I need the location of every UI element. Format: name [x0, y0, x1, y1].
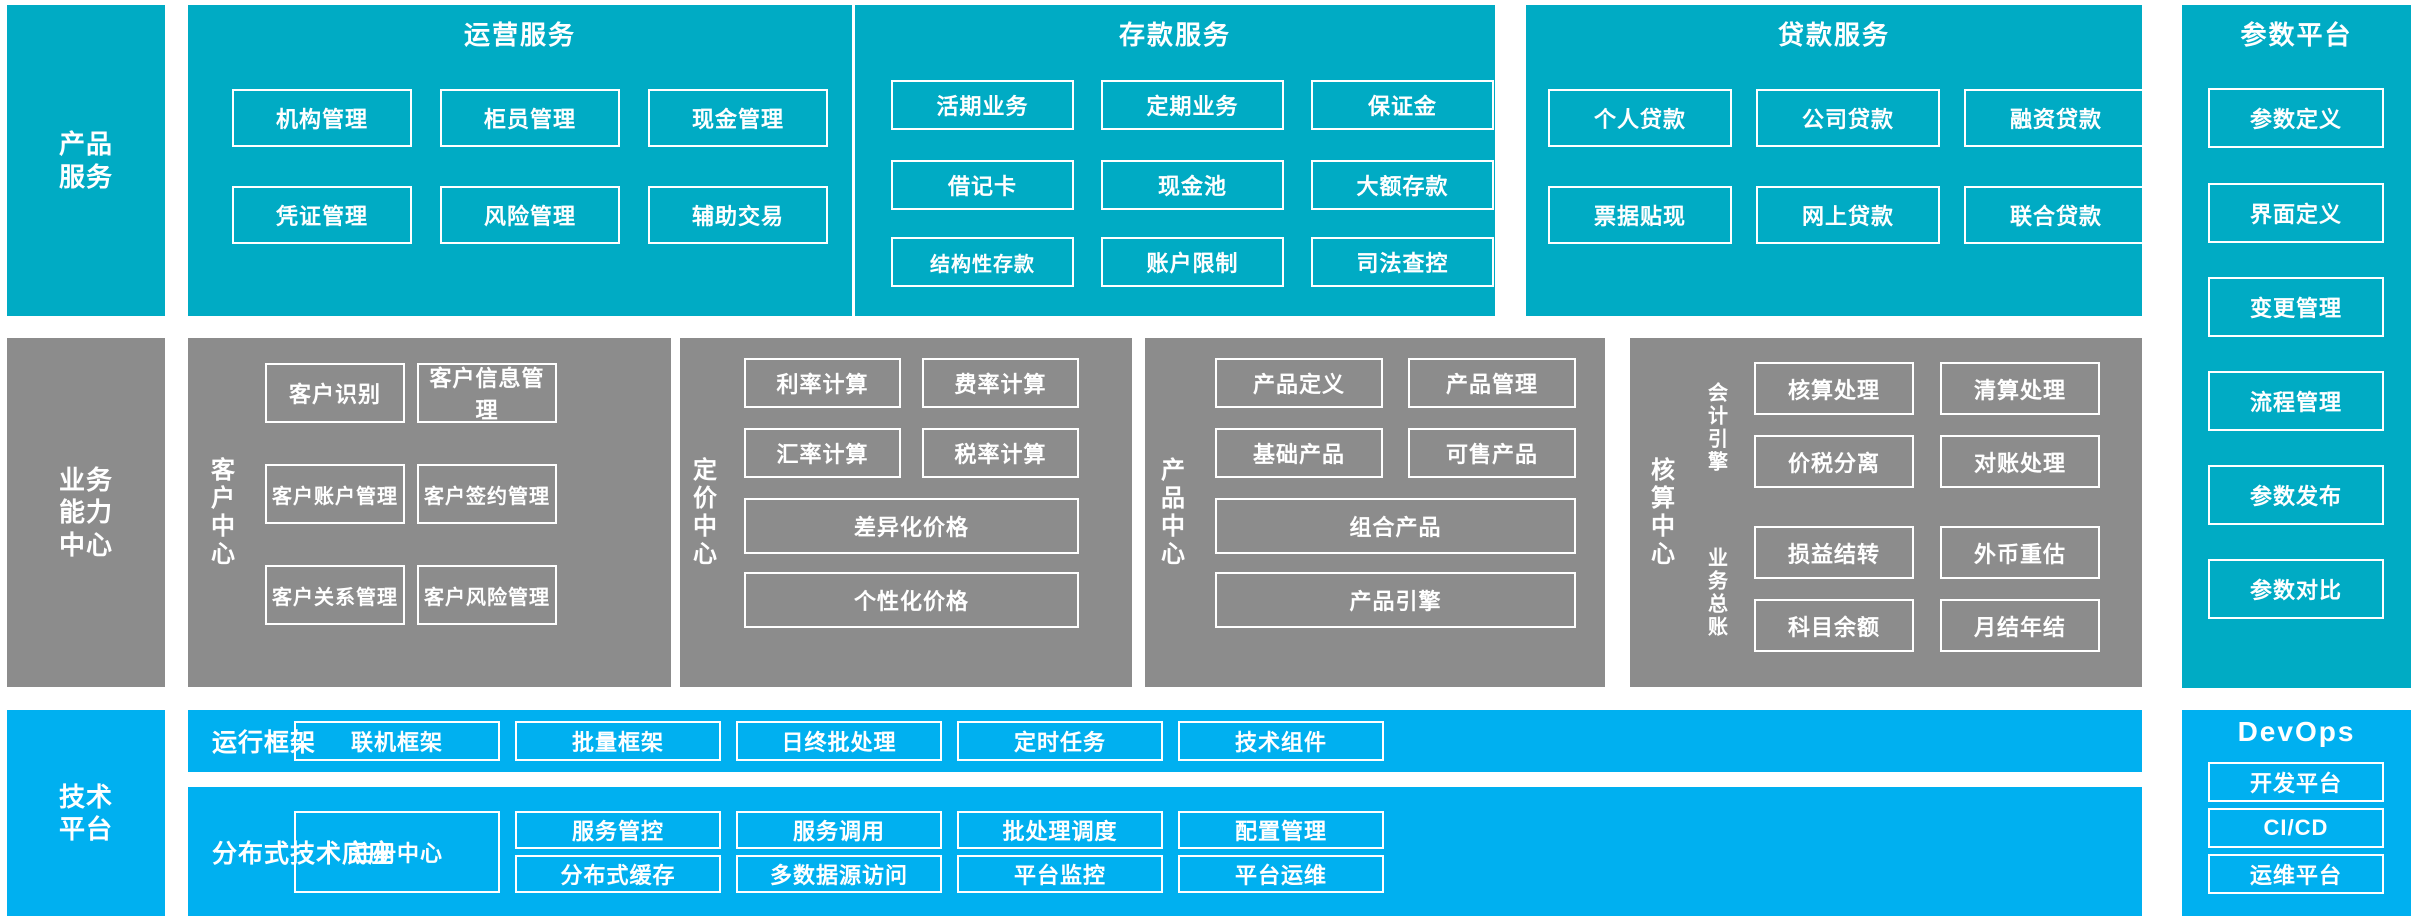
group-operation-services-title: 运营服务 [463, 20, 576, 50]
center-pricing: 定价中心 利率计算 费率计算 汇率计算 税率计算 差异化价格 个性化价格 [680, 338, 1132, 687]
tile-accounting-ledger-2[interactable]: 外币重估 [1940, 526, 2100, 579]
tile-loan-3[interactable]: 融资贷款 [1964, 89, 2148, 147]
tile-runtime-1[interactable]: 联机框架 [294, 721, 500, 761]
group-tech-foundation: 分布式技术底座 注册中心 服务管控 服务调用 批处理调度 配置管理 分布式缓存 … [188, 787, 2142, 916]
tile-accounting-engine-3[interactable]: 价税分离 [1754, 435, 1914, 488]
tile-deposit-4[interactable]: 借记卡 [891, 160, 1074, 210]
tile-product-wide-1[interactable]: 组合产品 [1215, 498, 1576, 554]
group-runtime-framework: 运行框架 联机框架 批量框架 日终批处理 定时任务 技术组件 [188, 710, 2142, 772]
tile-param-6[interactable]: 参数对比 [2208, 559, 2384, 619]
tile-loan-5[interactable]: 网上贷款 [1756, 186, 1940, 244]
tile-runtime-2[interactable]: 批量框架 [515, 721, 721, 761]
tile-loan-1[interactable]: 个人贷款 [1548, 89, 1732, 147]
tile-deposit-7[interactable]: 结构性存款 [891, 237, 1074, 287]
business-capability-side-label: 业务 能力 中心 [7, 338, 165, 687]
tile-foundation-bottom-4[interactable]: 平台运维 [1178, 855, 1384, 893]
tile-product-4[interactable]: 可售产品 [1408, 428, 1576, 478]
tile-runtime-5[interactable]: 技术组件 [1178, 721, 1384, 761]
tile-deposit-6[interactable]: 大额存款 [1311, 160, 1494, 210]
tile-runtime-4[interactable]: 定时任务 [957, 721, 1163, 761]
tile-param-1[interactable]: 参数定义 [2208, 88, 2384, 148]
group-loan-services: 贷款服务 个人贷款 公司贷款 融资贷款 票据贴现 网上贷款 联合贷款 [1526, 5, 2148, 316]
tile-foundation-bottom-2[interactable]: 多数据源访问 [736, 855, 942, 893]
product-service-side-label: 产品 服务 [7, 5, 165, 316]
tech-platform-side-label: 技术 平台 [7, 710, 165, 916]
tile-accounting-ledger-1[interactable]: 损益结转 [1754, 526, 1914, 579]
center-pricing-label: 定价中心 [688, 456, 716, 569]
tile-pricing-1[interactable]: 利率计算 [744, 358, 901, 408]
group-devops: DevOps 开发平台 CI/CD 运维平台 [2182, 710, 2411, 916]
group-deposit-services: 存款服务 活期业务 定期业务 保证金 借记卡 现金池 大额存款 结构性存款 账户… [855, 5, 1495, 316]
tile-deposit-8[interactable]: 账户限制 [1101, 237, 1284, 287]
tile-customer-1[interactable]: 客户识别 [265, 363, 405, 423]
runtime-framework-label: 运行框架 [212, 729, 317, 757]
tile-operation-4[interactable]: 凭证管理 [232, 186, 412, 244]
tile-runtime-3[interactable]: 日终批处理 [736, 721, 942, 761]
tile-customer-2[interactable]: 客户信息管理 [417, 363, 557, 423]
tile-loan-2[interactable]: 公司贷款 [1756, 89, 1940, 147]
tile-customer-6[interactable]: 客户风险管理 [417, 565, 557, 625]
tile-deposit-3[interactable]: 保证金 [1311, 80, 1494, 130]
group-operation-services: 运营服务 机构管理 柜员管理 现金管理 凭证管理 风险管理 辅助交易 [188, 5, 852, 316]
tile-deposit-5[interactable]: 现金池 [1101, 160, 1284, 210]
group-parameter-platform: 参数平台 参数定义 界面定义 变更管理 流程管理 参数发布 参数对比 [2182, 5, 2411, 688]
tile-foundation-top-1[interactable]: 服务管控 [515, 811, 721, 849]
tile-registry-center[interactable]: 注册中心 [294, 811, 500, 893]
tile-loan-6[interactable]: 联合贷款 [1964, 186, 2148, 244]
tile-operation-3[interactable]: 现金管理 [648, 89, 828, 147]
tile-customer-4[interactable]: 客户签约管理 [417, 464, 557, 524]
tile-param-2[interactable]: 界面定义 [2208, 183, 2384, 243]
tile-param-5[interactable]: 参数发布 [2208, 465, 2384, 525]
tile-accounting-ledger-3[interactable]: 科目余额 [1754, 599, 1914, 652]
tile-product-2[interactable]: 产品管理 [1408, 358, 1576, 408]
group-loan-services-title: 贷款服务 [1777, 20, 1890, 50]
tile-foundation-top-3[interactable]: 批处理调度 [957, 811, 1163, 849]
group-devops-title: DevOps [2237, 716, 2356, 747]
center-accounting-label: 核算中心 [1646, 456, 1674, 569]
center-accounting-sublabel-engine: 会计引擎 [1704, 382, 1727, 474]
center-accounting: 核算中心 会计引擎 业务总账 核算处理 清算处理 价税分离 对账处理 损益结转 … [1630, 338, 2142, 687]
tile-deposit-1[interactable]: 活期业务 [891, 80, 1074, 130]
tile-product-1[interactable]: 产品定义 [1215, 358, 1383, 408]
group-deposit-services-title: 存款服务 [1118, 20, 1231, 50]
tile-param-3[interactable]: 变更管理 [2208, 277, 2384, 337]
tile-operation-5[interactable]: 风险管理 [440, 186, 620, 244]
tile-deposit-9[interactable]: 司法查控 [1311, 237, 1494, 287]
tech-foundation-label: 分布式技术底座 [212, 839, 395, 868]
tile-operation-2[interactable]: 柜员管理 [440, 89, 620, 147]
group-parameter-platform-title: 参数平台 [2240, 20, 2353, 50]
tile-foundation-top-4[interactable]: 配置管理 [1178, 811, 1384, 849]
tile-devops-3[interactable]: 运维平台 [2208, 854, 2384, 894]
tile-accounting-ledger-4[interactable]: 月结年结 [1940, 599, 2100, 652]
tile-foundation-bottom-3[interactable]: 平台监控 [957, 855, 1163, 893]
tile-accounting-engine-2[interactable]: 清算处理 [1940, 362, 2100, 415]
tile-pricing-4[interactable]: 税率计算 [922, 428, 1079, 478]
tile-customer-5[interactable]: 客户关系管理 [265, 565, 405, 625]
tile-pricing-2[interactable]: 费率计算 [922, 358, 1079, 408]
tile-operation-1[interactable]: 机构管理 [232, 89, 412, 147]
tile-pricing-3[interactable]: 汇率计算 [744, 428, 901, 478]
center-product: 产品中心 产品定义 产品管理 基础产品 可售产品 组合产品 产品引擎 [1145, 338, 1605, 687]
tile-loan-4[interactable]: 票据贴现 [1548, 186, 1732, 244]
tile-foundation-bottom-1[interactable]: 分布式缓存 [515, 855, 721, 893]
center-customer: 客户中心 客户识别 客户信息管理 客户账户管理 客户签约管理 客户关系管理 客户… [188, 338, 671, 687]
tile-pricing-wide-1[interactable]: 差异化价格 [744, 498, 1079, 554]
tile-operation-6[interactable]: 辅助交易 [648, 186, 828, 244]
tile-product-wide-2[interactable]: 产品引擎 [1215, 572, 1576, 628]
tile-pricing-wide-2[interactable]: 个性化价格 [744, 572, 1079, 628]
tile-customer-3[interactable]: 客户账户管理 [265, 464, 405, 524]
tile-accounting-engine-1[interactable]: 核算处理 [1754, 362, 1914, 415]
center-product-label: 产品中心 [1156, 456, 1184, 569]
tile-accounting-engine-4[interactable]: 对账处理 [1940, 435, 2100, 488]
tile-param-4[interactable]: 流程管理 [2208, 371, 2384, 431]
tile-product-3[interactable]: 基础产品 [1215, 428, 1383, 478]
tile-devops-1[interactable]: 开发平台 [2208, 762, 2384, 802]
tile-deposit-2[interactable]: 定期业务 [1101, 80, 1284, 130]
center-customer-label: 客户中心 [206, 456, 234, 569]
tile-foundation-top-2[interactable]: 服务调用 [736, 811, 942, 849]
center-accounting-sublabel-ledger: 业务总账 [1704, 547, 1727, 639]
tile-devops-2[interactable]: CI/CD [2208, 808, 2384, 848]
